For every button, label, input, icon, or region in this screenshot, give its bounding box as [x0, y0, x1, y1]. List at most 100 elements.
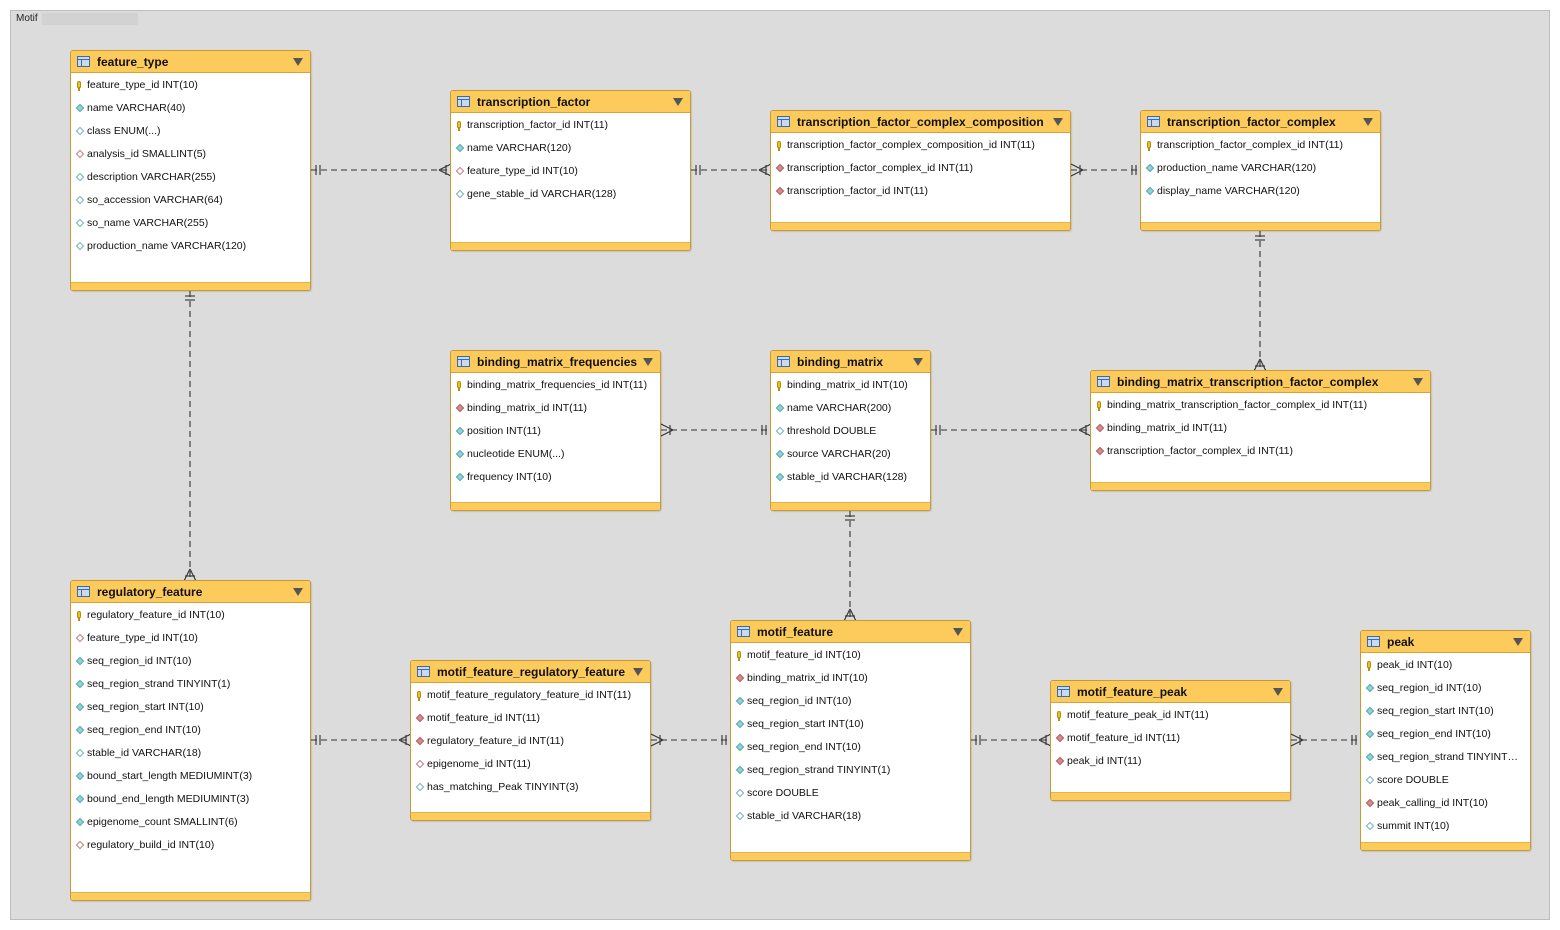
column-row[interactable]: regulatory_feature_id INT(11)	[411, 730, 650, 753]
column-row[interactable]: production_name VARCHAR(120)	[1141, 157, 1380, 180]
table-header[interactable]: transcription_factor_complex	[1141, 111, 1380, 133]
column-row[interactable]: feature_type_id INT(10)	[71, 627, 310, 650]
column-row[interactable]: score DOUBLE	[1361, 769, 1530, 792]
collapse-triangle-icon[interactable]	[1363, 118, 1373, 126]
column-row[interactable]: regulatory_feature_id INT(10)	[71, 604, 310, 627]
column-row[interactable]: position INT(11)	[451, 420, 660, 443]
table-header[interactable]: regulatory_feature	[71, 581, 310, 603]
column-row[interactable]: gene_stable_id VARCHAR(128)	[451, 183, 690, 206]
column-row[interactable]: seq_region_strand TINYINT…	[1361, 746, 1530, 769]
column-row[interactable]: seq_region_end INT(10)	[731, 736, 970, 759]
column-row[interactable]: threshold DOUBLE	[771, 420, 930, 443]
column-row[interactable]: regulatory_build_id INT(10)	[71, 834, 310, 857]
column-row[interactable]: transcription_factor_id INT(11)	[771, 180, 1070, 203]
column-row[interactable]: transcription_factor_complex_id INT(11)	[1091, 440, 1430, 463]
table-binding-matrix-transcription-factor-complex[interactable]: binding_matrix_transcription_factor_comp…	[1090, 370, 1431, 491]
column-row[interactable]: stable_id VARCHAR(18)	[71, 742, 310, 765]
column-row[interactable]: seq_region_strand TINYINT(1)	[71, 673, 310, 696]
table-header[interactable]: transcription_factor	[451, 91, 690, 113]
column-row[interactable]: so_name VARCHAR(255)	[71, 212, 310, 235]
table-header[interactable]: motif_feature_peak	[1051, 681, 1290, 703]
column-row[interactable]: so_accession VARCHAR(64)	[71, 189, 310, 212]
column-row[interactable]: has_matching_Peak TINYINT(3)	[411, 776, 650, 799]
collapse-triangle-icon[interactable]	[643, 358, 653, 366]
collapse-triangle-icon[interactable]	[1053, 118, 1063, 126]
column-row[interactable]: transcription_factor_complex_composition…	[771, 134, 1070, 157]
column-row[interactable]: peak_id INT(10)	[1361, 654, 1530, 677]
column-row[interactable]: seq_region_end INT(10)	[71, 719, 310, 742]
column-row[interactable]: motif_feature_regulatory_feature_id INT(…	[411, 684, 650, 707]
column-row[interactable]: motif_feature_id INT(11)	[411, 707, 650, 730]
column-row[interactable]: production_name VARCHAR(120)	[71, 235, 310, 258]
column-row[interactable]: frequency INT(10)	[451, 466, 660, 489]
table-header[interactable]: motif_feature	[731, 621, 970, 643]
column-row[interactable]: binding_matrix_id INT(10)	[731, 667, 970, 690]
column-row[interactable]: analysis_id SMALLINT(5)	[71, 143, 310, 166]
collapse-triangle-icon[interactable]	[293, 58, 303, 66]
column-row[interactable]: seq_region_id INT(10)	[1361, 677, 1530, 700]
collapse-triangle-icon[interactable]	[673, 98, 683, 106]
table-header[interactable]: binding_matrix	[771, 351, 930, 373]
column-row[interactable]: binding_matrix_id INT(10)	[771, 374, 930, 397]
column-row[interactable]: nucleotide ENUM(...)	[451, 443, 660, 466]
column-row[interactable]: bound_start_length MEDIUMINT(3)	[71, 765, 310, 788]
table-header[interactable]: feature_type	[71, 51, 310, 73]
column-row[interactable]: epigenome_id INT(11)	[411, 753, 650, 776]
column-row[interactable]: name VARCHAR(40)	[71, 97, 310, 120]
column-row[interactable]: feature_type_id INT(10)	[451, 160, 690, 183]
column-row[interactable]: seq_region_start INT(10)	[731, 713, 970, 736]
table-transcription-factor-complex-composition[interactable]: transcription_factor_complex_composition…	[770, 110, 1071, 231]
column-row[interactable]: seq_region_end INT(10)	[1361, 723, 1530, 746]
column-row[interactable]: summit INT(10)	[1361, 815, 1530, 838]
table-header[interactable]: binding_matrix_transcription_factor_comp…	[1091, 371, 1430, 393]
collapse-triangle-icon[interactable]	[913, 358, 923, 366]
column-row[interactable]: binding_matrix_transcription_factor_comp…	[1091, 394, 1430, 417]
column-row[interactable]: epigenome_count SMALLINT(6)	[71, 811, 310, 834]
collapse-triangle-icon[interactable]	[1513, 638, 1523, 646]
column-row[interactable]: seq_region_strand TINYINT(1)	[731, 759, 970, 782]
column-row[interactable]: binding_matrix_frequencies_id INT(11)	[451, 374, 660, 397]
column-row[interactable]: seq_region_start INT(10)	[1361, 700, 1530, 723]
column-row[interactable]: transcription_factor_id INT(11)	[451, 114, 690, 137]
column-row[interactable]: stable_id VARCHAR(128)	[771, 466, 930, 489]
table-header[interactable]: transcription_factor_complex_composition	[771, 111, 1070, 133]
column-row[interactable]: display_name VARCHAR(120)	[1141, 180, 1380, 203]
collapse-triangle-icon[interactable]	[633, 668, 643, 676]
table-header[interactable]: binding_matrix_frequencies	[451, 351, 660, 373]
column-row[interactable]: binding_matrix_id INT(11)	[451, 397, 660, 420]
column-row[interactable]: name VARCHAR(120)	[451, 137, 690, 160]
column-row[interactable]: description VARCHAR(255)	[71, 166, 310, 189]
column-row[interactable]: seq_region_id INT(10)	[731, 690, 970, 713]
column-row[interactable]: score DOUBLE	[731, 782, 970, 805]
collapse-triangle-icon[interactable]	[293, 588, 303, 596]
column-row[interactable]: transcription_factor_complex_id INT(11)	[1141, 134, 1380, 157]
column-row[interactable]: seq_region_id INT(10)	[71, 650, 310, 673]
collapse-triangle-icon[interactable]	[1413, 378, 1423, 386]
column-row[interactable]: binding_matrix_id INT(11)	[1091, 417, 1430, 440]
column-row[interactable]: motif_feature_id INT(10)	[731, 644, 970, 667]
collapse-triangle-icon[interactable]	[953, 628, 963, 636]
column-row[interactable]: motif_feature_id INT(11)	[1051, 727, 1290, 750]
column-row[interactable]: feature_type_id INT(10)	[71, 74, 310, 97]
column-row[interactable]: peak_id INT(11)	[1051, 750, 1290, 773]
column-row[interactable]: seq_region_start INT(10)	[71, 696, 310, 719]
column-row[interactable]: stable_id VARCHAR(18)	[731, 805, 970, 828]
table-header[interactable]: motif_feature_regulatory_feature	[411, 661, 650, 683]
column-row[interactable]: transcription_factor_complex_id INT(11)	[771, 157, 1070, 180]
table-header[interactable]: peak	[1361, 631, 1530, 653]
column-row[interactable]: motif_feature_peak_id INT(11)	[1051, 704, 1290, 727]
collapse-triangle-icon[interactable]	[1273, 688, 1283, 696]
column-row[interactable]: peak_calling_id INT(10)	[1361, 792, 1530, 815]
column-row[interactable]: bound_end_length MEDIUMINT(3)	[71, 788, 310, 811]
column-row[interactable]: class ENUM(...)	[71, 120, 310, 143]
